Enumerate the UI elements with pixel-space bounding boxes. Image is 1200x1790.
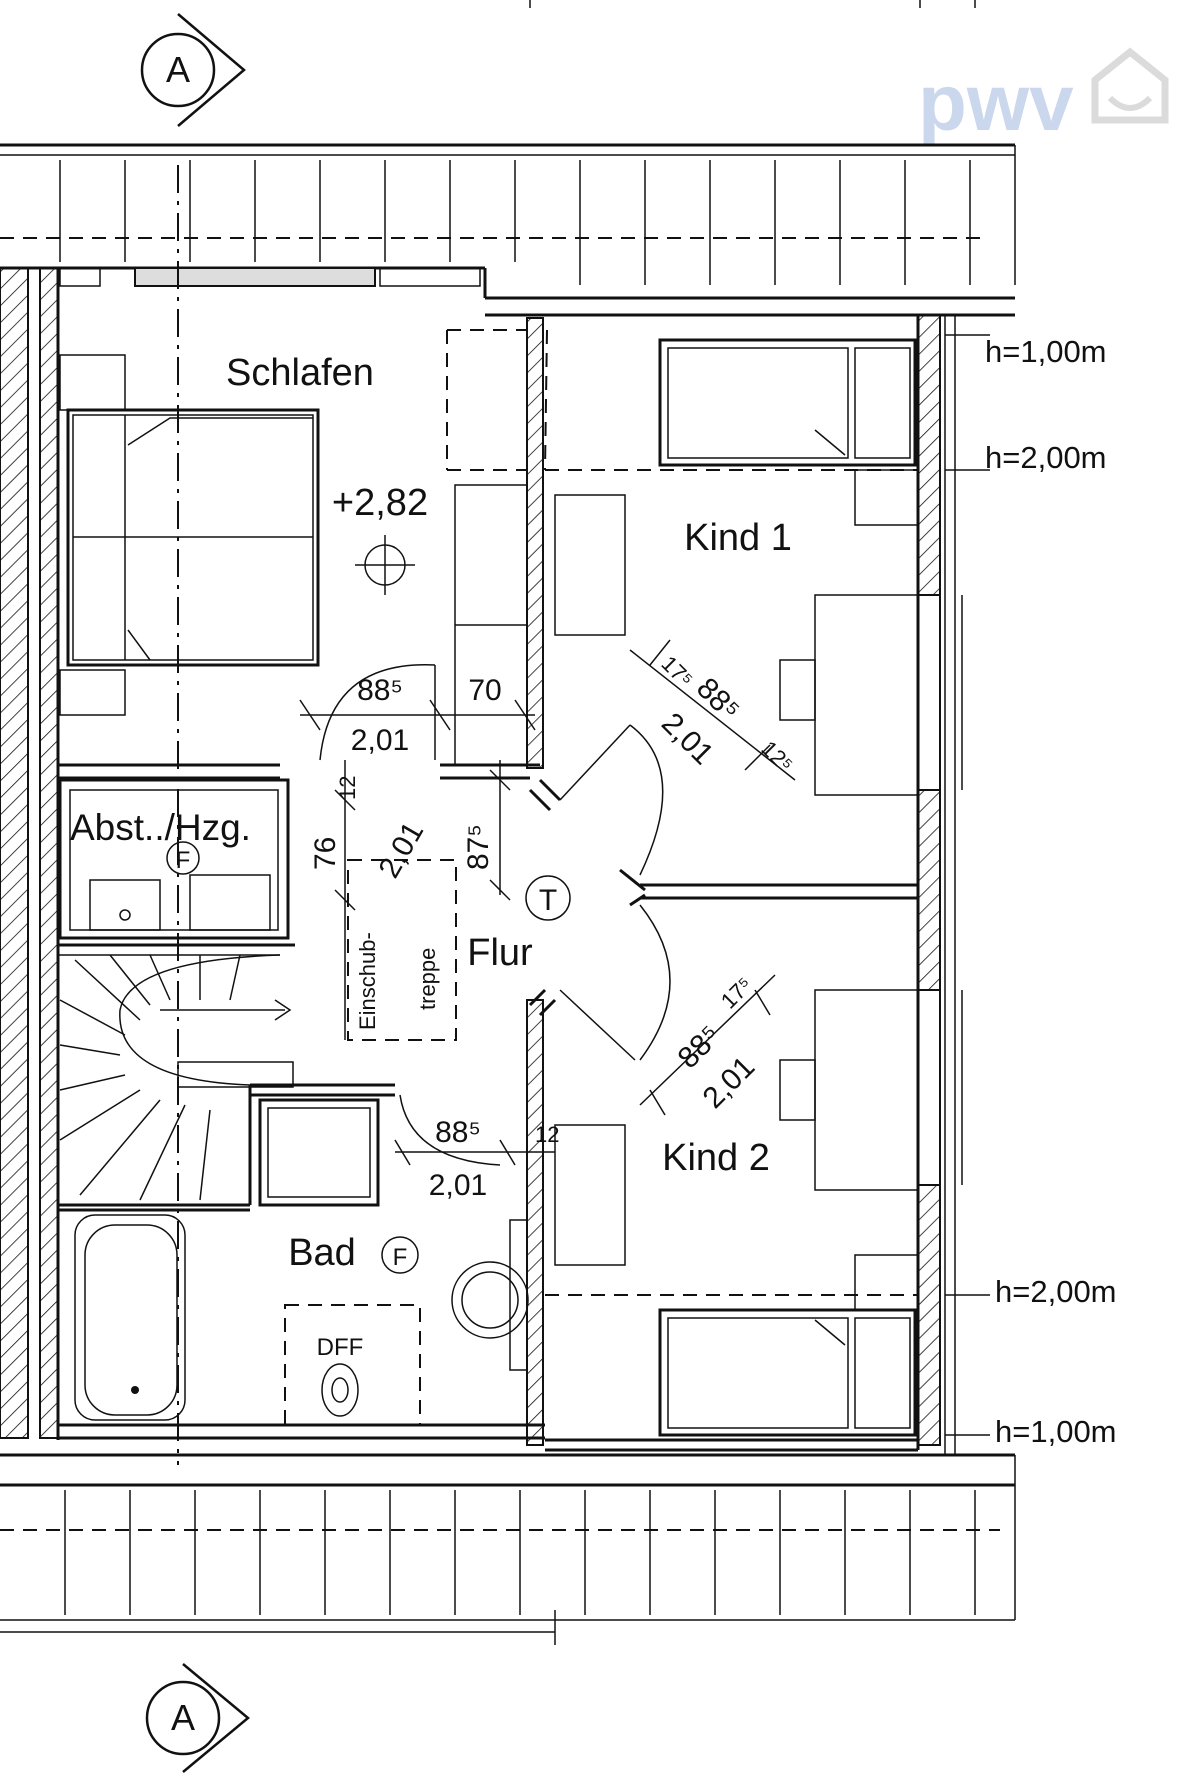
bathroom-fixtures <box>74 1094 529 1426</box>
room-label-schlafen: Schlafen <box>226 352 374 394</box>
section-label-top: A <box>166 49 190 90</box>
height-label-top-1: h=1,00m <box>985 334 1107 369</box>
dim-kind1-door-width: 88⁵ <box>690 672 746 728</box>
flur-stair: T <box>58 859 571 1201</box>
kind2-furniture <box>554 904 919 1437</box>
height-label-top-2: h=2,00m <box>985 440 1107 475</box>
abst-furniture: F <box>89 841 271 931</box>
abst-floorheating-symbol: F <box>176 847 191 874</box>
section-label-bottom: A <box>171 1697 195 1738</box>
room-label-flur: Flur <box>467 932 533 974</box>
dim-bad-door-height: 2,01 <box>429 1169 487 1202</box>
height-label-bottom-1: h=1,00m <box>995 1414 1117 1449</box>
height-label-bottom-2: h=2,00m <box>995 1274 1117 1309</box>
dff-label: DFF <box>317 1334 364 1361</box>
dim-kind1-door-height: 2,01 <box>655 707 720 772</box>
kind1-furniture <box>554 338 919 876</box>
stair-label-line2: treppe <box>415 948 440 1010</box>
height-markers <box>945 334 990 1436</box>
room-label-kind1: Kind 1 <box>684 517 792 559</box>
dim-kind2-175: 17⁵ <box>716 972 757 1013</box>
right-exterior-wall <box>917 314 963 1455</box>
stair-label-line1: Einschub- <box>355 932 380 1030</box>
left-party-wall <box>0 267 60 1440</box>
bad-floorheating-symbol: F <box>393 1244 408 1271</box>
bad-floorheating-circle <box>381 1236 419 1274</box>
dim-bedroom-door-height: 2,01 <box>351 724 409 757</box>
dim-flur-door-height: 2,01 <box>372 816 430 883</box>
dim-bad-door-width: 88⁵ <box>435 1116 481 1149</box>
dim-12: 12 <box>335 776 360 800</box>
dim-875: 87⁵ <box>462 824 495 870</box>
room-label-bad: Bad <box>288 1232 356 1274</box>
dimension-lines <box>299 639 796 1166</box>
dim-kind1-125: 12⁵ <box>756 736 797 777</box>
roof-strip-top <box>0 143 1016 317</box>
dim-70: 70 <box>468 674 501 707</box>
section-marker-bottom: A <box>145 1663 250 1773</box>
dim-bad-12: 12 <box>535 1122 559 1147</box>
top-edge-ticks <box>529 0 976 8</box>
dim-bedroom-door-width: 88⁵ <box>357 674 403 707</box>
room-label-kind2: Kind 2 <box>662 1137 770 1179</box>
pwv-logo: pwv <box>918 47 1169 147</box>
dim-kind1-175: 17⁵ <box>656 651 697 692</box>
room-label-abst: Abst../Hzg. <box>70 807 251 848</box>
svg-text:pwv: pwv <box>918 58 1074 147</box>
level-label: +2,82 <box>332 482 428 524</box>
roof-strip-bottom <box>0 1453 1016 1645</box>
smoke-detector-symbol: T <box>539 884 557 917</box>
section-marker-top: A <box>140 13 246 127</box>
dim-76: 76 <box>309 837 342 870</box>
bedroom-furniture <box>59 354 528 766</box>
